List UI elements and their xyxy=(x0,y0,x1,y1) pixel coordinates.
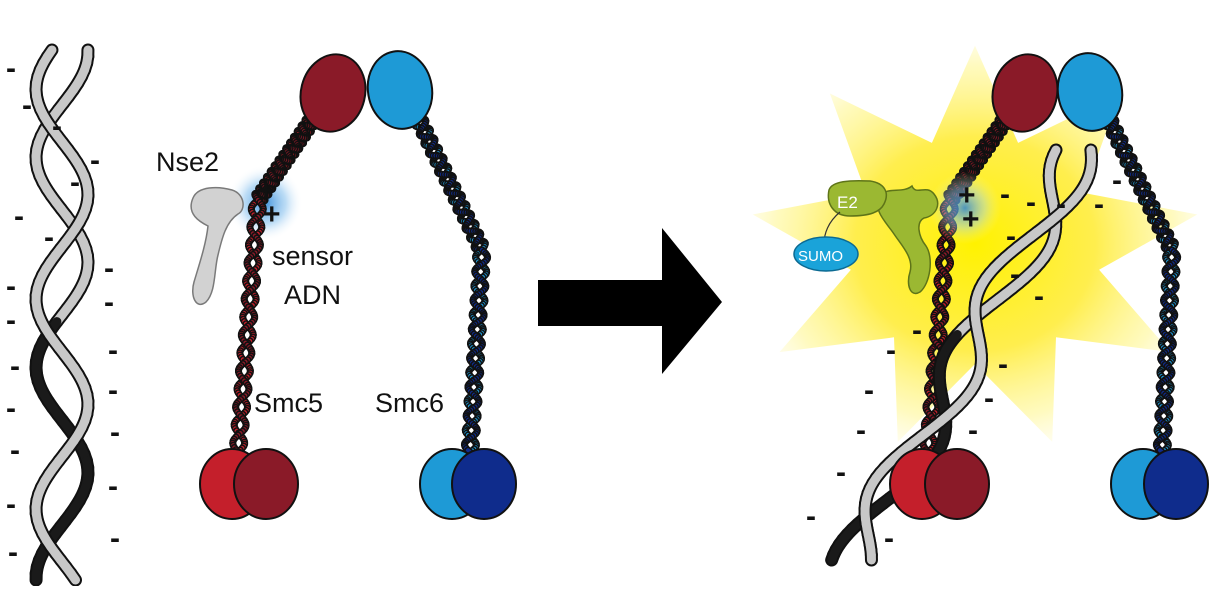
negative-charge-left-5: - xyxy=(70,166,80,199)
smc6-label: Smc6 xyxy=(375,388,444,418)
negative-charge-left-17: - xyxy=(10,434,20,467)
dna-strand-a-fill-79 xyxy=(832,555,834,560)
negative-charge-left-16: - xyxy=(110,416,120,449)
dna-double-helix-left xyxy=(36,50,88,580)
negative-charge-bound-6: - xyxy=(1006,220,1016,253)
smc5-head-dark xyxy=(234,449,298,519)
smc6-head-dark xyxy=(452,449,516,519)
negative-charge-left-7: - xyxy=(44,221,54,254)
smc5-label: Smc5 xyxy=(254,388,323,418)
nse2-label: Nse2 xyxy=(156,147,219,177)
negative-charge-left-18: - xyxy=(108,470,118,503)
negative-charge-bound-11: - xyxy=(998,348,1008,381)
negative-charge-left-15: - xyxy=(6,392,16,425)
negative-charge-bound-18: - xyxy=(884,522,894,555)
negative-charge-left-8: - xyxy=(104,252,114,285)
negative-charge-left-9: - xyxy=(6,270,16,303)
negative-charge-left-19: - xyxy=(6,488,16,521)
negative-charge-bound-17: - xyxy=(806,500,816,533)
negative-charge-left-3: - xyxy=(52,110,62,143)
negative-charge-left-11: - xyxy=(6,304,16,337)
negative-charge-left-20: - xyxy=(110,522,120,555)
negative-charge-bound-10: - xyxy=(912,314,922,347)
smc5-head-dark-bound xyxy=(925,449,989,519)
negative-charge-left-6: - xyxy=(14,200,24,233)
smc5-6-complex-inactive: + + Nse2 sensor ADN Smc5 Smc6 xyxy=(156,46,516,519)
negative-charge-left-4: - xyxy=(90,144,100,177)
positive-charge-2: + xyxy=(263,198,281,231)
negative-charge-left-2: - xyxy=(22,89,32,122)
negative-charge-left-13: - xyxy=(10,350,20,383)
negative-charge-bound-7: - xyxy=(1010,258,1020,291)
smc5-6-complex-activated: E2 SUMO + + ------------------ xyxy=(753,46,1208,560)
negative-charge-left-21: - xyxy=(8,536,18,569)
positive-charge-bound-2: + xyxy=(962,203,980,236)
negative-charge-left-14: - xyxy=(108,374,118,407)
negative-charge-bound-9: - xyxy=(886,334,896,367)
negative-charge-bound-15: - xyxy=(968,414,978,447)
negative-charge-left-1: - xyxy=(6,52,16,85)
negative-charge-bound-4: - xyxy=(1094,188,1104,221)
adn-label: ADN xyxy=(284,280,341,310)
negative-charge-bound-8: - xyxy=(1034,280,1044,313)
sensor-label: sensor xyxy=(272,241,353,271)
nse2-protein xyxy=(191,188,243,305)
negative-charge-bound-3: - xyxy=(1056,188,1066,221)
negative-charge-bound-13: - xyxy=(984,382,994,415)
negative-charge-bound-14: - xyxy=(856,414,866,447)
e2-label: E2 xyxy=(837,193,858,212)
dna-strand-b-fill-79 xyxy=(71,573,76,580)
negative-charge-bound-16: - xyxy=(836,456,846,489)
negative-charge-bound-2: - xyxy=(1026,186,1036,219)
negative-charge-left-12: - xyxy=(108,334,118,367)
negative-charge-bound-5: - xyxy=(1112,164,1122,197)
negative-charge-bound-12: - xyxy=(864,374,874,407)
negative-charge-bound-1: - xyxy=(1000,178,1010,211)
sumo-label: SUMO xyxy=(798,248,843,265)
transition-arrow-right xyxy=(538,228,722,374)
smc6-head-dark-bound xyxy=(1144,449,1208,519)
negative-charge-left-10: - xyxy=(104,286,114,319)
